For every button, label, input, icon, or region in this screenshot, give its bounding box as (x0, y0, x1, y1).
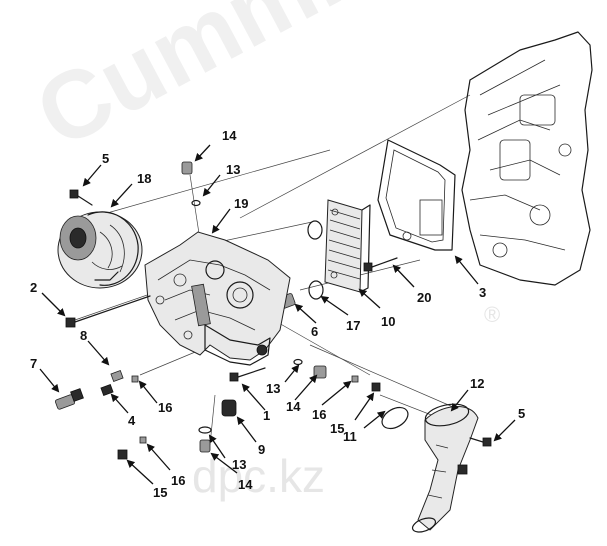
water-pump (57, 211, 143, 289)
callout-13-mid: 13 (266, 381, 280, 396)
callout-5-right: 5 (518, 406, 525, 421)
o-rings (307, 220, 324, 300)
callout-14-bottom: 14 (238, 477, 253, 492)
callout-14-top: 14 (222, 128, 237, 143)
o-ring-11 (381, 406, 409, 430)
callout-2: 2 (30, 280, 37, 295)
engine-block (461, 31, 593, 286)
leader-arrows (39, 144, 516, 485)
plug-14-top (181, 161, 201, 207)
callout-4: 4 (128, 413, 136, 428)
gasket (377, 139, 456, 251)
callout-16-bottom: 16 (171, 473, 185, 488)
small-fittings (100, 370, 147, 460)
callout-3: 3 (479, 285, 486, 300)
watermark-site: dpc.kz (192, 450, 325, 502)
callout-18: 18 (137, 171, 151, 186)
callout-6: 6 (311, 324, 318, 339)
callout-11: 11 (343, 429, 357, 444)
callout-labels: 14 5 13 18 19 2 3 20 10 17 6 8 7 13 12 1… (30, 128, 525, 500)
callout-15-bottom: 15 (153, 485, 167, 500)
callout-8: 8 (80, 328, 87, 343)
callout-16-mid: 16 (312, 407, 326, 422)
callout-20: 20 (417, 290, 431, 305)
sensor (54, 388, 84, 410)
watermark-registered: ® (484, 302, 500, 327)
callout-5-left: 5 (102, 151, 109, 166)
water-outlet (411, 403, 479, 533)
watermark-brand: Cummins (20, 0, 456, 169)
callout-14-mid: 14 (286, 399, 301, 414)
callout-7: 7 (30, 356, 37, 371)
callout-9: 9 (258, 442, 265, 457)
capscrew-2 (65, 295, 151, 328)
callout-15-mid: 15 (330, 421, 344, 436)
oil-cooler (324, 199, 371, 293)
callout-17: 17 (346, 318, 360, 333)
callout-10: 10 (381, 314, 395, 329)
callout-16-left: 16 (158, 400, 172, 415)
callout-19: 19 (234, 196, 248, 211)
bolt-right (469, 437, 492, 447)
callout-13-bottom: 13 (232, 457, 246, 472)
callout-1: 1 (263, 408, 270, 423)
callout-12: 12 (470, 376, 484, 391)
capscrew-20 (363, 257, 398, 272)
front-housing (144, 231, 291, 366)
right-small-parts (229, 358, 381, 392)
bolt-top-left (69, 189, 93, 206)
lower-fittings (198, 399, 237, 453)
callout-13-top: 13 (226, 162, 240, 177)
